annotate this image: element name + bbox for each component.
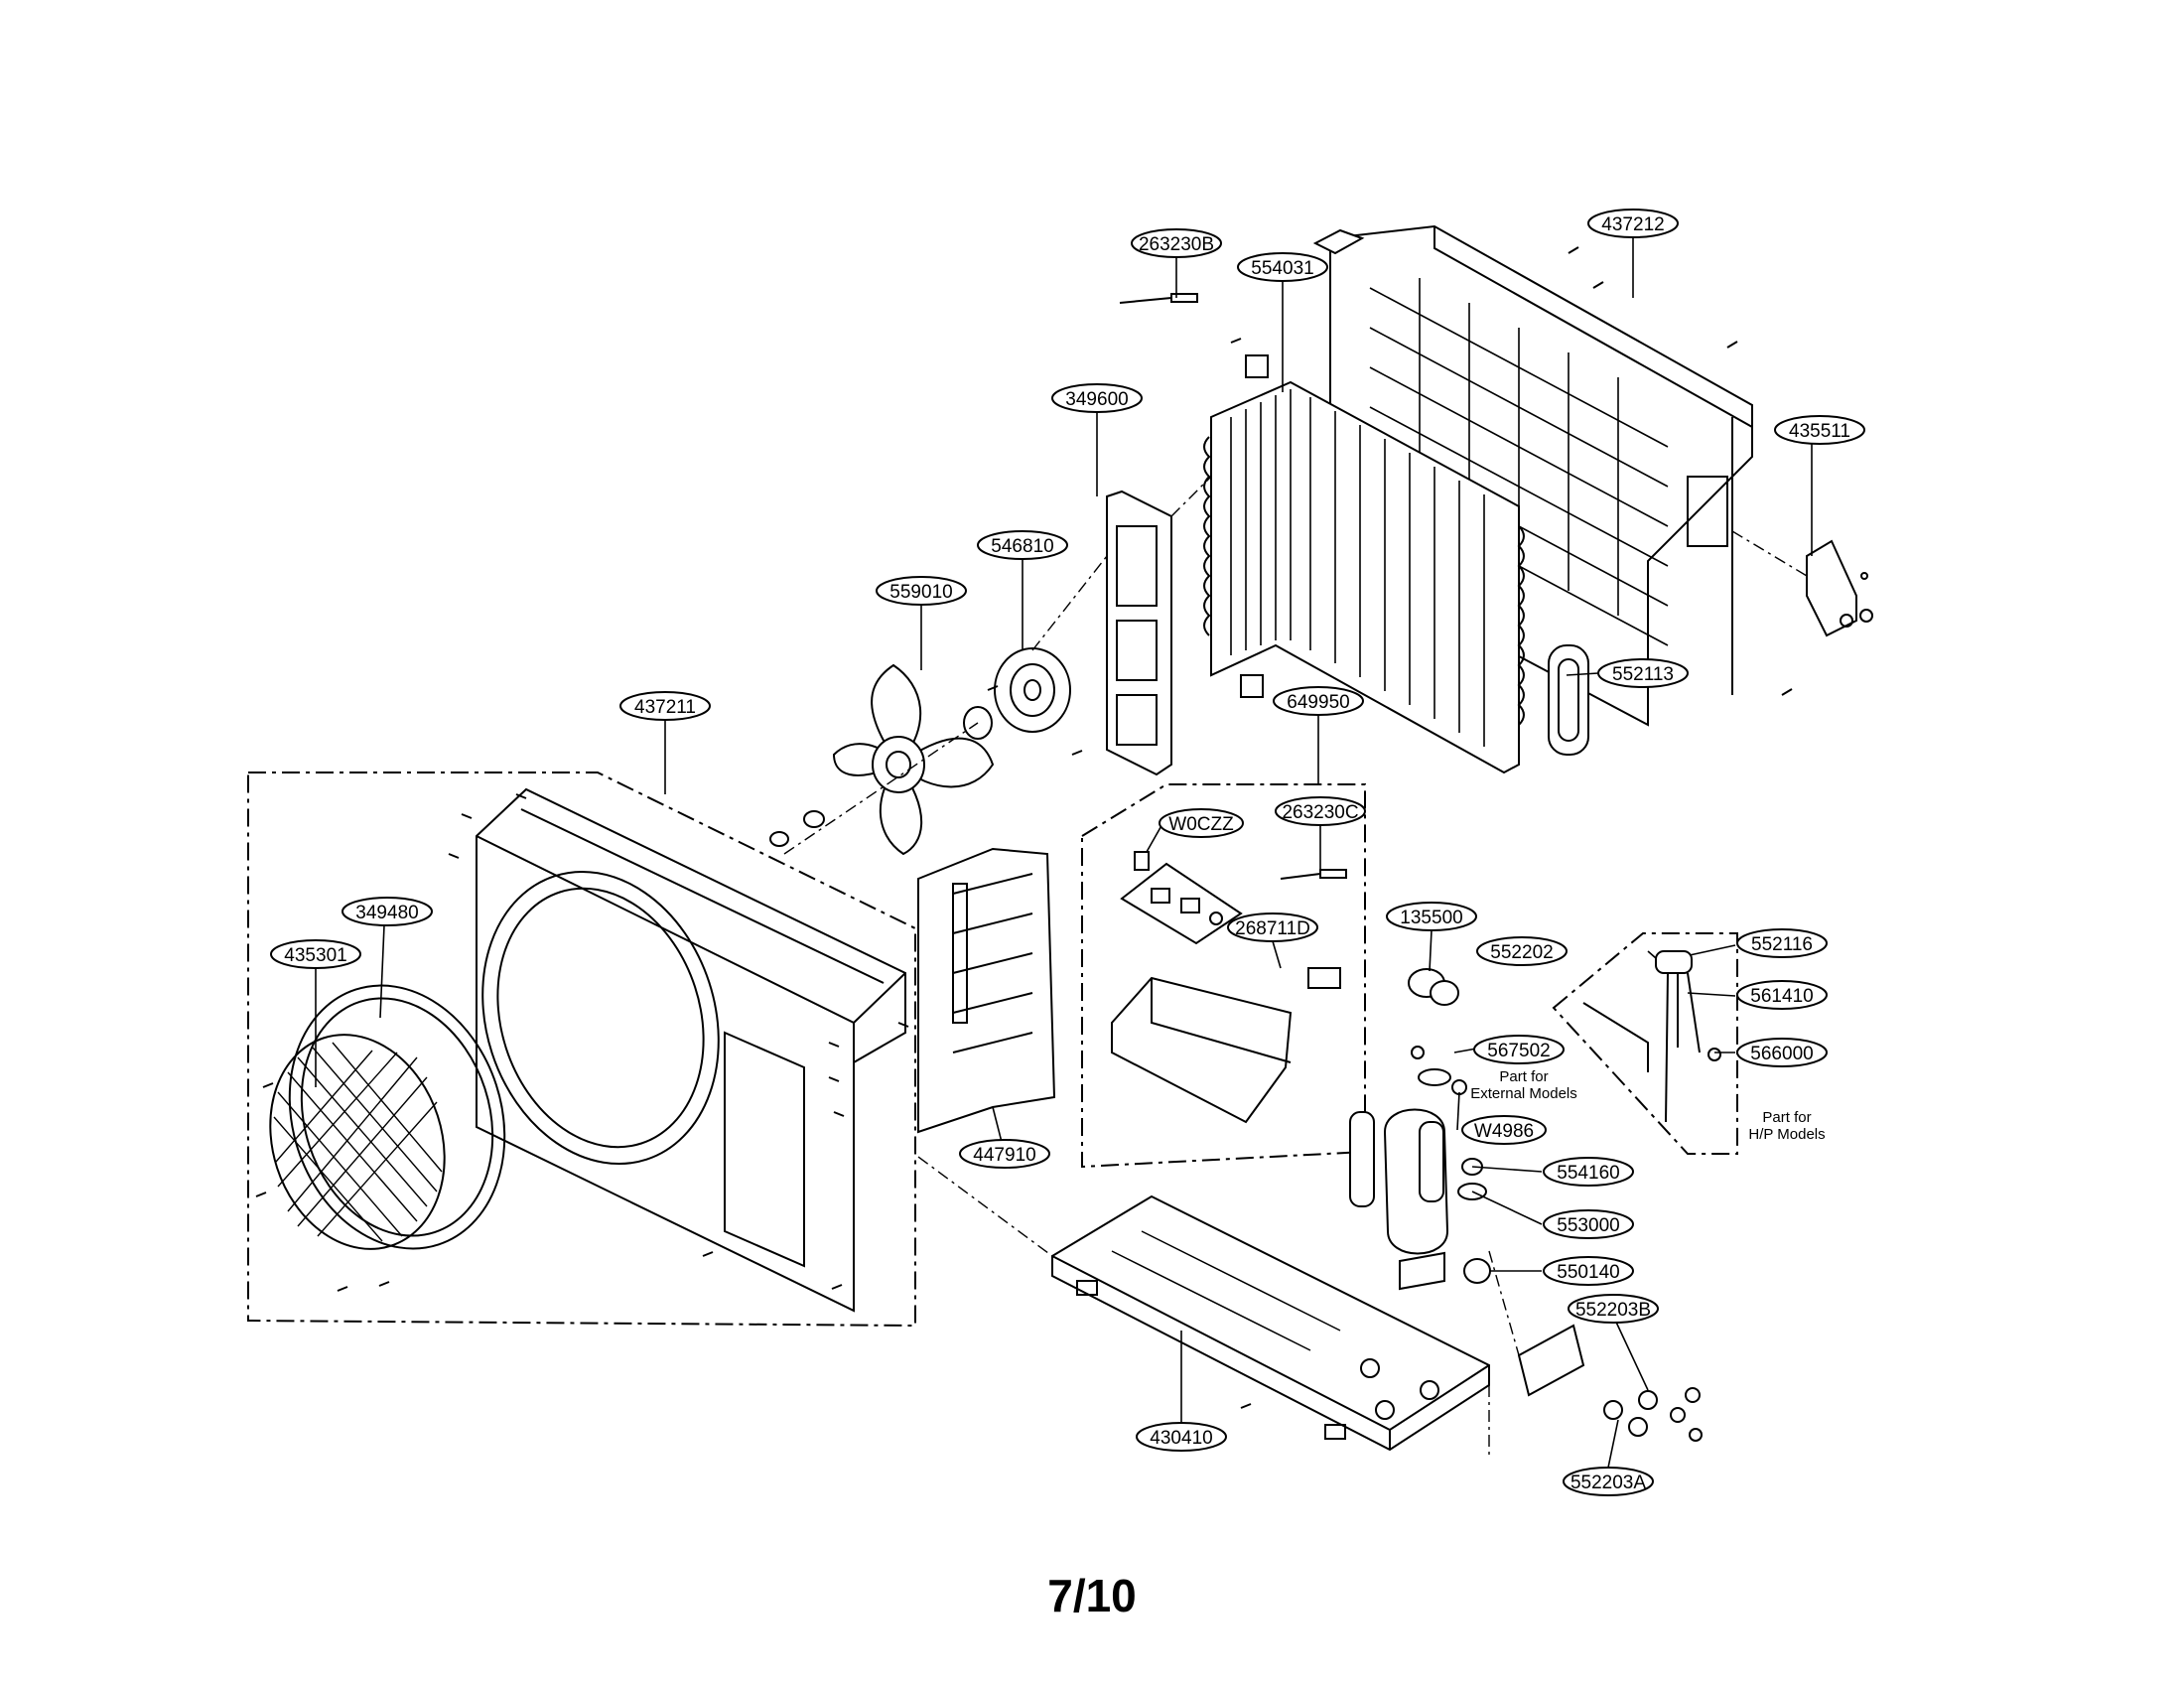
part-label-435511[interactable]: 435511	[1774, 415, 1865, 445]
valve-plate	[1517, 1324, 1585, 1397]
compressor-mounts	[1457, 1158, 1491, 1284]
reactor-552113	[1548, 644, 1589, 756]
hp-valve-group-outline	[1552, 932, 1738, 1155]
svg-text:552202: 552202	[1490, 942, 1553, 963]
part-label-349600[interactable]: 349600	[1051, 383, 1143, 413]
svg-text:559010: 559010	[889, 582, 952, 603]
svg-text:263230C: 263230C	[1282, 802, 1358, 823]
svg-text:268711D: 268711D	[1235, 918, 1310, 939]
thermistor-263230C-body	[1319, 869, 1347, 879]
part-label-649950[interactable]: 649950	[1273, 686, 1364, 716]
svg-text:649950: 649950	[1287, 692, 1349, 713]
side-cover-435511	[1806, 539, 1873, 637]
condenser-coil	[1203, 354, 1525, 774]
svg-text:552113: 552113	[1612, 664, 1674, 685]
part-label-566000[interactable]: 566000	[1736, 1038, 1828, 1067]
svg-text:437212: 437212	[1601, 214, 1664, 235]
svg-text:447910: 447910	[973, 1145, 1035, 1166]
part-label-546810[interactable]: 546810	[977, 530, 1068, 560]
motor-support-bracket	[1106, 490, 1172, 776]
note-hp-line2: H/P Models	[1748, 1126, 1825, 1143]
part-label-263230C[interactable]: 263230C	[1275, 796, 1366, 826]
svg-text:567502: 567502	[1487, 1041, 1550, 1061]
part-label-552203A[interactable]: 552203A	[1563, 1467, 1654, 1496]
service-valves	[1603, 1387, 1703, 1442]
part-label-268711D[interactable]: 268711D	[1227, 912, 1318, 942]
svg-text:W4986: W4986	[1474, 1121, 1534, 1142]
part-label-552202[interactable]: 552202	[1476, 936, 1568, 966]
page-number: 7/10	[1047, 1570, 1137, 1621]
part-label-554160[interactable]: 554160	[1543, 1157, 1634, 1187]
front-panel	[476, 787, 906, 1313]
svg-text:554031: 554031	[1251, 258, 1313, 279]
part-label-561410[interactable]: 561410	[1736, 980, 1828, 1010]
svg-text:552203A: 552203A	[1570, 1473, 1646, 1493]
front-panel-group-outline	[247, 772, 916, 1328]
svg-text:435511: 435511	[1789, 421, 1850, 442]
svg-text:349600: 349600	[1065, 389, 1128, 410]
assembly-lines	[783, 476, 1808, 1460]
reversing-valve	[1582, 950, 1721, 1123]
part-label-550140[interactable]: 550140	[1543, 1256, 1634, 1286]
svg-text:263230B: 263230B	[1139, 234, 1214, 255]
part-label-430410[interactable]: 430410	[1136, 1422, 1227, 1452]
part-label-554031[interactable]: 554031	[1237, 252, 1328, 282]
part-label-263230B[interactable]: 263230B	[1131, 228, 1222, 258]
orifice-ring	[288, 984, 506, 1250]
svg-text:552203B: 552203B	[1575, 1300, 1651, 1321]
svg-text:349480: 349480	[355, 903, 418, 923]
note-hp-line1: Part for	[1762, 1109, 1811, 1126]
compressor	[1349, 1108, 1449, 1291]
svg-text:546810: 546810	[991, 536, 1053, 557]
fan-grille	[269, 1034, 446, 1250]
part-label-437211[interactable]: 437211	[619, 691, 711, 721]
leader-lines	[315, 236, 1813, 1469]
part-labels: 263230B 554031 437212 349600 435511 5468…	[270, 209, 1865, 1496]
control-box	[1111, 967, 1341, 1124]
svg-text:135500: 135500	[1400, 908, 1462, 928]
thermistor-263230C	[1280, 873, 1321, 880]
part-label-552116[interactable]: 552116	[1736, 928, 1828, 958]
svg-text:554160: 554160	[1557, 1163, 1619, 1184]
svg-text:561410: 561410	[1750, 986, 1813, 1007]
svg-text:437211: 437211	[634, 697, 696, 718]
control-pcb	[1120, 851, 1243, 945]
note-external-line2: External Models	[1470, 1085, 1577, 1102]
svg-text:553000: 553000	[1557, 1215, 1619, 1236]
svg-text:566000: 566000	[1750, 1044, 1813, 1064]
part-label-559010[interactable]: 559010	[876, 576, 967, 606]
svg-text:W0CZZ: W0CZZ	[1168, 814, 1234, 835]
note-external-line1: Part for	[1499, 1068, 1548, 1085]
control-box-group-outline	[1081, 783, 1366, 1169]
partition-plate	[917, 847, 1056, 1134]
part-label-567502[interactable]: 567502	[1473, 1035, 1565, 1064]
svg-text:552116: 552116	[1751, 934, 1813, 955]
svg-text:550140: 550140	[1557, 1262, 1619, 1283]
screws	[255, 246, 1793, 1409]
terminal-cover	[1408, 968, 1467, 1095]
fan-propeller	[769, 663, 995, 856]
part-label-437212[interactable]: 437212	[1587, 209, 1679, 238]
svg-text:430410: 430410	[1150, 1428, 1212, 1449]
thermistor-263230B	[1119, 297, 1172, 304]
part-label-435301[interactable]: 435301	[270, 939, 361, 969]
fan-motor	[963, 647, 1071, 740]
part-label-135500[interactable]: 135500	[1386, 902, 1477, 931]
part-label-W4986[interactable]: W4986	[1461, 1115, 1547, 1145]
part-label-552113[interactable]: 552113	[1597, 658, 1689, 688]
part-label-W0CZZ[interactable]: W0CZZ	[1159, 808, 1244, 838]
part-label-349480[interactable]: 349480	[341, 897, 433, 926]
thermistor-263230B-body	[1170, 293, 1198, 303]
svg-text:435301: 435301	[284, 945, 346, 966]
part-label-552203B[interactable]: 552203B	[1568, 1294, 1659, 1324]
notes: Part for External Models Part for H/P Mo…	[1470, 1068, 1825, 1143]
part-label-447910[interactable]: 447910	[959, 1139, 1050, 1169]
top-clip	[1312, 228, 1365, 255]
part-label-553000[interactable]: 553000	[1543, 1209, 1634, 1239]
